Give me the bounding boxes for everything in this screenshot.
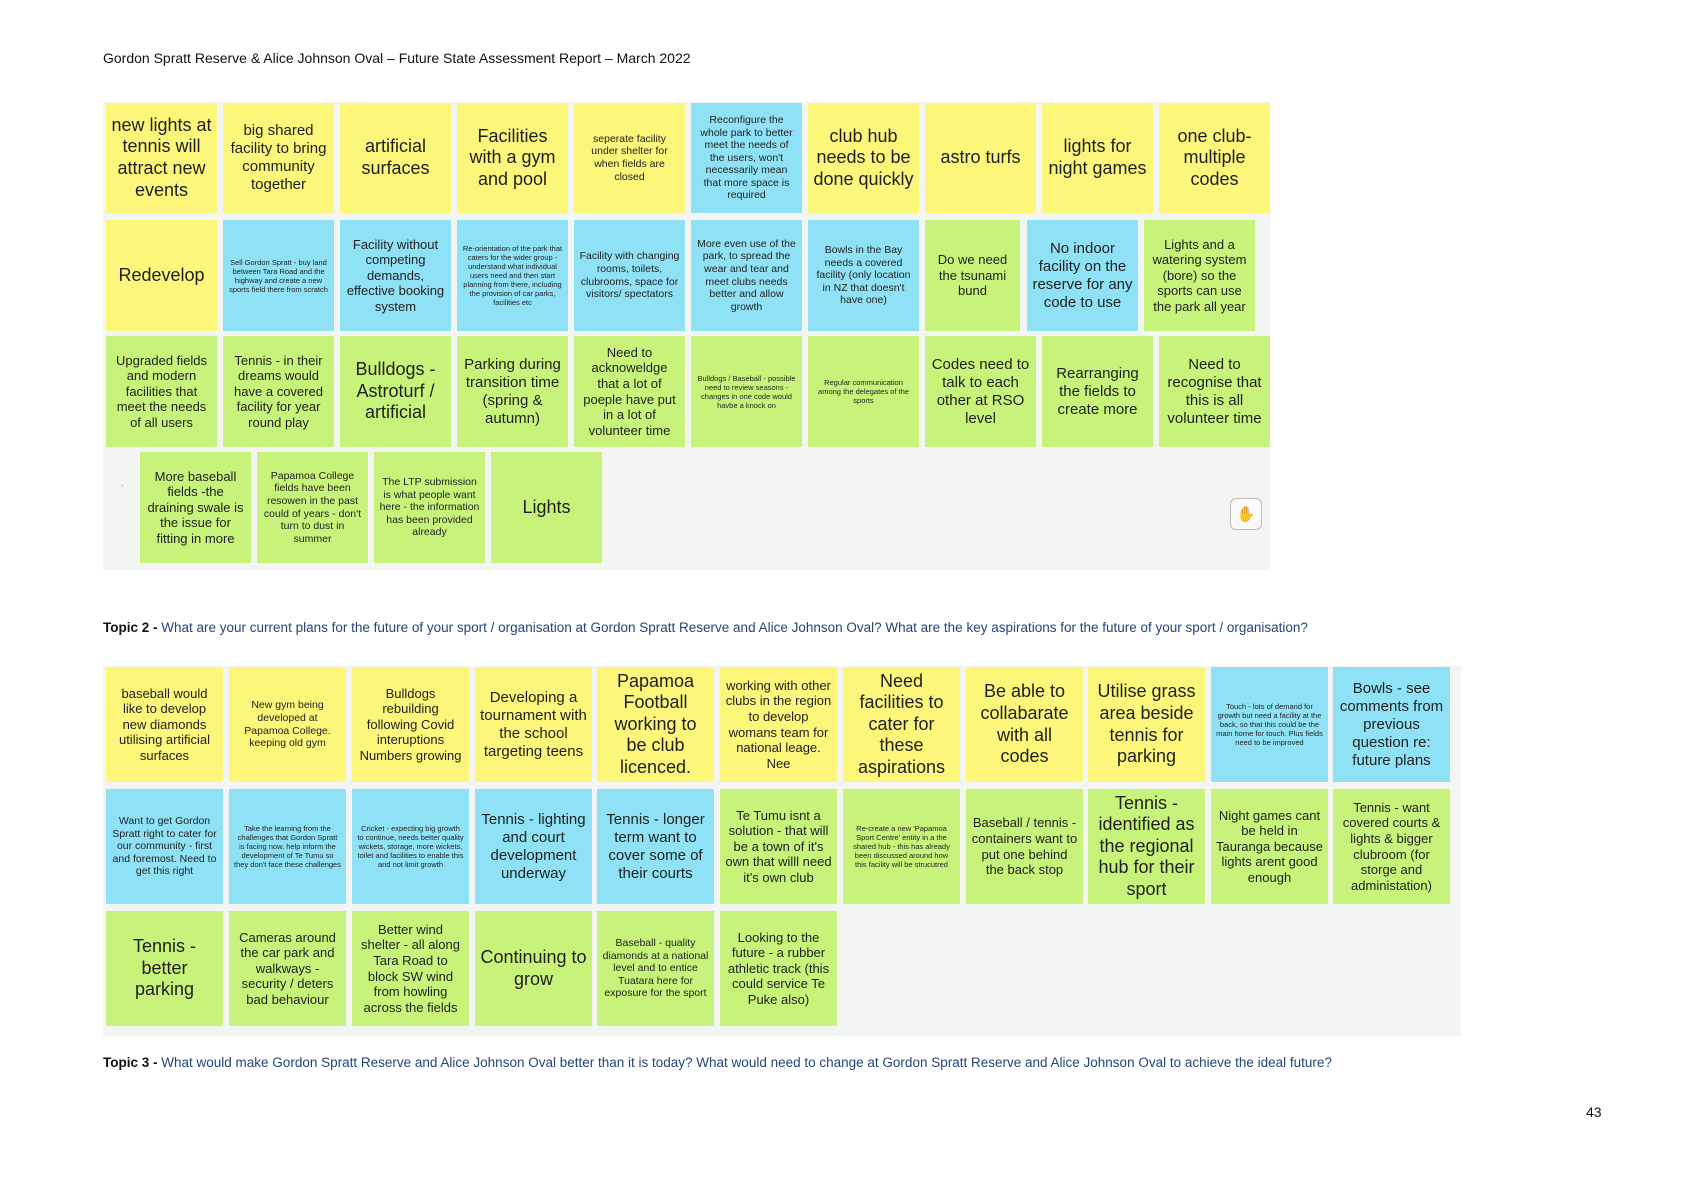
topic-3-text: What would make Gordon Spratt Reserve an… (161, 1055, 1332, 1070)
topic-3-question: Topic 3 - What would make Gordon Spratt … (103, 1055, 1332, 1070)
sticky-note: Tennis - want covered courts & lights & … (1333, 789, 1450, 904)
sticky-note: Lights and a watering system (bore) so t… (1144, 220, 1255, 331)
sticky-note: Tennis - longer term want to cover some … (597, 789, 714, 904)
sticky-note: Touch - lots of demand for growth but ne… (1211, 667, 1328, 782)
sticky-note: Better wind shelter - all along Tara Roa… (352, 911, 469, 1026)
sticky-note: No indoor facility on the reserve for an… (1027, 220, 1138, 331)
sticky-note: Bowls in the Bay needs a covered facilit… (808, 220, 919, 331)
sticky-note: Continuing to grow (475, 911, 592, 1026)
board-marker: . (121, 478, 124, 489)
sticky-note: Reconfigure the whole park to better mee… (691, 103, 802, 213)
sticky-note: Night games cant be held in Tauranga bec… (1211, 789, 1328, 904)
page-header: Gordon Spratt Reserve & Alice Johnson Ov… (103, 50, 691, 66)
sticky-note: Tennis - better parking (106, 911, 223, 1026)
sticky-note: Need facilities to cater for these aspir… (843, 667, 960, 782)
sticky-note: Regular communication among the delegate… (808, 336, 919, 447)
sticky-note: Facility without competing demands, effe… (340, 220, 451, 331)
sticky-note: Papamoa Football working to be club lice… (597, 667, 714, 782)
sticky-note: Redevelop (106, 220, 217, 331)
sticky-note: Re-orientation of the park that caters f… (457, 220, 568, 331)
sticky-note: Facilities with a gym and pool (457, 103, 568, 213)
sticky-note: Tennis - in their dreams would have a co… (223, 336, 334, 447)
sticky-note: Cameras around the car park and walkways… (229, 911, 346, 1026)
sticky-note: artificial surfaces (340, 103, 451, 213)
sticky-note: Utilise grass area beside tennis for par… (1088, 667, 1205, 782)
sticky-note: Be able to collabarate with all codes (966, 667, 1083, 782)
sticky-note: Looking to the future - a rubber athleti… (720, 911, 837, 1026)
topic-2-question: Topic 2 - What are your current plans fo… (103, 620, 1308, 635)
sticky-note: Tennis - identified as the regional hub … (1088, 789, 1205, 904)
sticky-note: Codes need to talk to each other at RSO … (925, 336, 1036, 447)
sticky-note: New gym being developed at Papamoa Colle… (229, 667, 346, 782)
sticky-note: baseball would like to develop new diamo… (106, 667, 223, 782)
sticky-note: Te Tumu isnt a solution - that will be a… (720, 789, 837, 904)
sticky-note: Bulldogs rebuilding following Covid inte… (352, 667, 469, 782)
sticky-note: working with other clubs in the region t… (720, 667, 837, 782)
sticky-note: More even use of the park, to spread the… (691, 220, 802, 331)
sticky-note: Bulldogs - Astroturf / artificial (340, 336, 451, 447)
sticky-note: astro turfs (925, 103, 1036, 213)
sticky-note: new lights at tennis will attract new ev… (106, 103, 217, 213)
sticky-note: More baseball fields -the draining swale… (140, 452, 251, 563)
sticky-note: one club- multiple codes (1159, 103, 1270, 213)
sticky-note: Rearranging the fields to create more (1042, 336, 1153, 447)
sticky-note: Need to acknoweldge that a lot of poeple… (574, 336, 685, 447)
sticky-note: Baseball - quality diamonds at a nationa… (597, 911, 714, 1026)
sticky-note: Papamoa College fields have been resowen… (257, 452, 368, 563)
sticky-note: Bowls - see comments from previous quest… (1333, 667, 1450, 782)
sticky-note: Bulldogs / Baseball - possible need to r… (691, 336, 802, 447)
sticky-note: Cricket - expecting big growth to contin… (352, 789, 469, 904)
sticky-note: Upgraded fields and modern facilities th… (106, 336, 217, 447)
sticky-note: Developing a tournament with the school … (475, 667, 592, 782)
sticky-note: Facility with changing rooms, toilets, c… (574, 220, 685, 331)
sticky-note: Tennis - lighting and court development … (475, 789, 592, 904)
sticky-note: Need to recognise that this is all volun… (1159, 336, 1270, 447)
sticky-note: Want to get Gordon Spratt right to cater… (106, 789, 223, 904)
topic-2-label: Topic 2 - (103, 620, 162, 635)
sticky-note: Do we need the tsunami bund (925, 220, 1020, 331)
sticky-note: Lights (491, 452, 602, 563)
sticky-note: seperate facility under shelter for when… (574, 103, 685, 213)
sticky-note: The LTP submission is what people want h… (374, 452, 485, 563)
sticky-note: club hub needs to be done quickly (808, 103, 919, 213)
topic-3-label: Topic 3 - (103, 1055, 162, 1070)
hand-tool-icon[interactable]: ✋ (1230, 498, 1262, 530)
sticky-note: Re-create a new 'Papamoa Sport Centre' e… (843, 789, 960, 904)
page-number: 43 (1586, 1104, 1602, 1120)
topic-2-text: What are your current plans for the futu… (161, 620, 1308, 635)
sticky-note: Sell Gordon Spratt - buy land between Ta… (223, 220, 334, 331)
sticky-note: Baseball / tennis - containers want to p… (966, 789, 1083, 904)
sticky-note: Take the learning from the challenges th… (229, 789, 346, 904)
sticky-note: lights for night games (1042, 103, 1153, 213)
sticky-note: big shared facility to bring community t… (223, 103, 334, 213)
sticky-note: Parking during transition time (spring &… (457, 336, 568, 447)
